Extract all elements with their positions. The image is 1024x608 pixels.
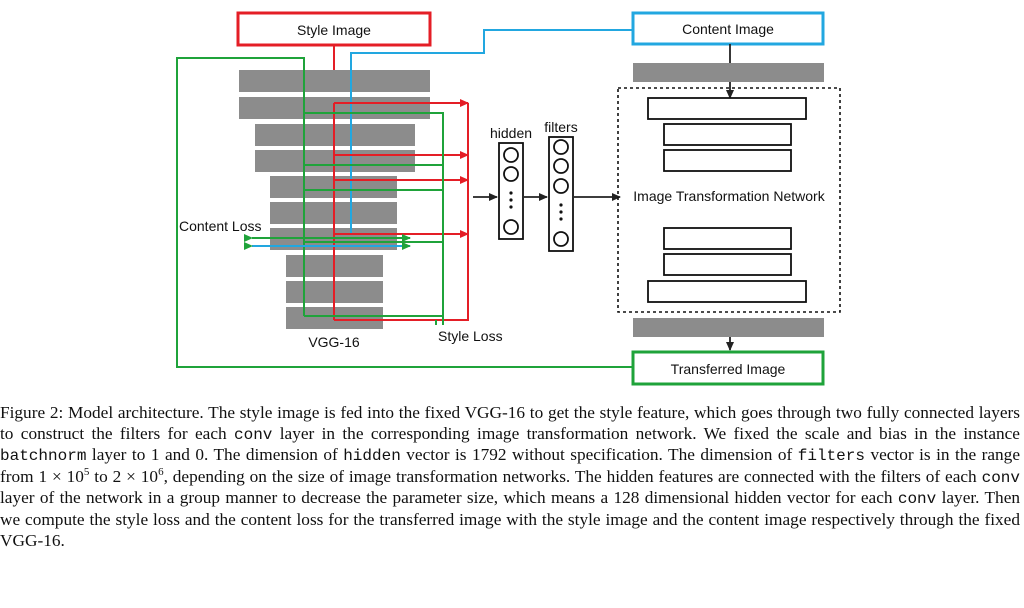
caption-text: vector is in the range from 1 × 10 xyxy=(0,445,1020,486)
style-loss-line xyxy=(304,112,444,325)
caption-text: Figure 2: Model architecture. The style … xyxy=(0,403,1020,443)
hidden-node xyxy=(503,166,519,182)
caption-text: layer. Then we compute the style loss an… xyxy=(0,488,1020,550)
itn-label: Image Transformation Network xyxy=(633,188,825,204)
style-loss-label: Style Loss xyxy=(438,328,503,344)
content-image-box xyxy=(631,11,825,46)
style-image-label: Style Image xyxy=(297,22,371,38)
filters-label: filters xyxy=(544,119,577,135)
vgg16-label: VGG-16 xyxy=(308,334,360,350)
caption-code: filters xyxy=(797,447,865,466)
transferred-image-label: Transferred Image xyxy=(671,361,786,377)
itn-bottom-bar xyxy=(633,318,824,337)
caption-code: batchnorm xyxy=(0,447,87,466)
filters-node xyxy=(553,231,569,247)
filters-dots xyxy=(559,217,563,221)
itn-layer xyxy=(663,123,792,146)
figure-caption: Figure 2: Model architecture. The style … xyxy=(0,403,1020,551)
caption-exponent: 6 xyxy=(158,466,164,479)
filters-node xyxy=(553,158,569,174)
content-image-label: Content Image xyxy=(682,21,774,37)
itn-top-bar xyxy=(633,63,824,82)
itn-dashed-box xyxy=(617,87,841,313)
caption-text: layer in the corresponding image transfo… xyxy=(272,423,1020,443)
vgg-layer xyxy=(239,70,430,92)
hidden-dots xyxy=(509,205,513,209)
caption-text: vector is 1792 without specification. Th… xyxy=(400,445,798,465)
itn-layer xyxy=(647,280,807,303)
style-arrow xyxy=(334,103,469,321)
filters-node xyxy=(553,139,569,155)
hidden-node xyxy=(503,219,519,235)
caption-exponent: 5 xyxy=(83,466,90,479)
caption-code: conv xyxy=(981,468,1020,487)
itn-layer xyxy=(663,253,792,276)
caption-paragraph: Figure 2: Model architecture. The style … xyxy=(0,403,1020,551)
caption-code: conv xyxy=(234,425,273,444)
itn-layer xyxy=(663,149,792,172)
hidden-dots xyxy=(509,191,513,195)
model-architecture-diagram: Style Image Content Image hidden xyxy=(176,11,841,386)
content-loss-label: Content Loss xyxy=(179,218,262,234)
caption-text: layer of the network in a group manner t… xyxy=(0,488,898,508)
filters-dots xyxy=(559,203,563,207)
caption-text: , depending on the size of image transfo… xyxy=(163,466,982,486)
filters-dots xyxy=(559,210,563,214)
itn-layer xyxy=(647,97,807,120)
filters-node xyxy=(553,178,569,194)
itn-layer xyxy=(663,227,792,250)
hidden-dots xyxy=(509,198,513,202)
caption-text: to 2 × 10 xyxy=(89,466,159,486)
caption-code: conv xyxy=(897,490,937,509)
transferred-feedback-path xyxy=(176,57,633,368)
hidden-node xyxy=(503,147,519,163)
transferred-image-box xyxy=(631,350,825,386)
caption-code: hidden xyxy=(343,447,401,466)
style-image-box xyxy=(236,11,432,47)
hidden-label: hidden xyxy=(490,125,532,141)
caption-text: layer to 1 and 0. The dimension of xyxy=(86,445,344,465)
